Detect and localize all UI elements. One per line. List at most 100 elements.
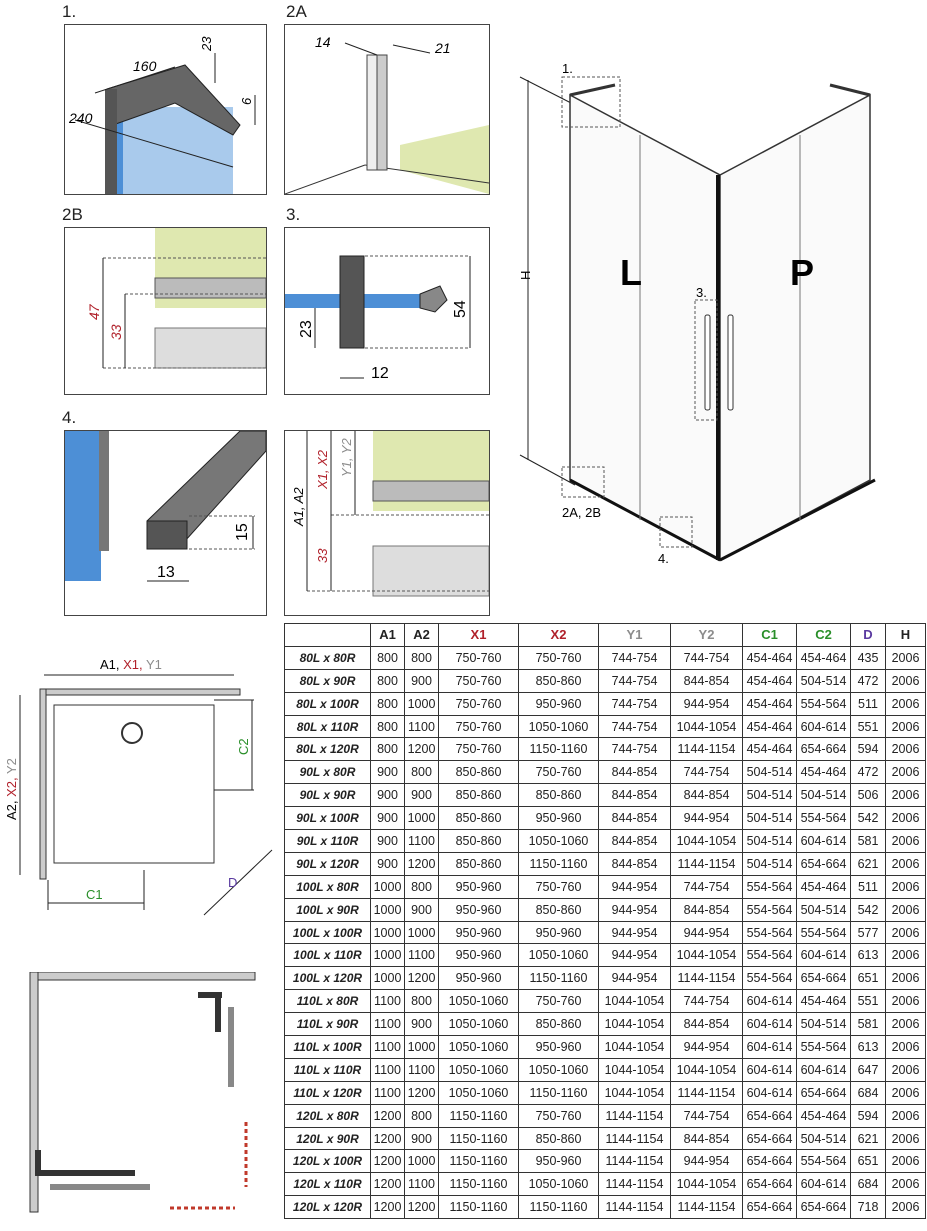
detail-5-panel: A1, A2 X1, X2 Y1, Y2 33: [284, 430, 490, 616]
dim-12: 12: [371, 365, 389, 382]
model-cell: 110L x 100R: [284, 1035, 371, 1059]
table-cell: 2006: [885, 1035, 926, 1059]
table-cell: 1200: [370, 1126, 405, 1151]
dim-a1-a2: A1, A2: [291, 487, 306, 527]
table-cell: 744-754: [670, 989, 743, 1014]
model-cell: 120L x 120R: [284, 1195, 371, 1220]
detail-1-label: 1.: [62, 2, 77, 21]
dim-14: 14: [315, 34, 331, 50]
table-cell: 800: [370, 668, 405, 693]
table-cell: 504-514: [742, 851, 797, 876]
model-cell: 90L x 80R: [284, 760, 371, 785]
detail-4-panel: 15 13: [64, 430, 267, 616]
table-cell: 504-514: [742, 806, 797, 831]
model-cell: 90L x 90R: [284, 783, 371, 808]
table-cell: 850-860: [438, 806, 519, 831]
model-cell: 100L x 90R: [284, 897, 371, 922]
table-cell: 551: [850, 989, 886, 1014]
table-cell: 654-664: [742, 1149, 797, 1174]
detail-2a-label: 2A: [286, 2, 307, 21]
table-cell: 850-860: [518, 1012, 599, 1037]
dim-240: 240: [68, 110, 93, 126]
detail-3-panel: 54 23 12: [284, 227, 490, 395]
table-cell: 950-960: [518, 1035, 599, 1059]
detail-1-panel: 160 23 240 6: [64, 24, 267, 195]
th-y1: Y1: [598, 623, 671, 647]
th-model: [284, 623, 371, 647]
table-cell: 1150-1160: [438, 1172, 519, 1197]
table-cell: 850-860: [518, 897, 599, 922]
table-cell: 1000: [404, 691, 439, 716]
table-cell: 844-854: [670, 668, 743, 693]
table-cell: 1000: [404, 920, 439, 945]
table-cell: 950-960: [518, 806, 599, 831]
left-panel: [569, 93, 721, 562]
height-label: H: [518, 271, 533, 280]
table-cell: 1144-1154: [670, 966, 743, 991]
table-cell: 2006: [885, 943, 926, 968]
detail-4-label: 4.: [62, 408, 77, 427]
table-cell: 1200: [404, 1195, 439, 1220]
table-cell: 950-960: [438, 897, 519, 922]
table-cell: 1050-1060: [518, 1172, 599, 1197]
table-cell: 850-860: [518, 668, 599, 693]
table-cell: 900: [370, 851, 405, 876]
dim-54: 54: [452, 300, 469, 318]
table-cell: 1050-1060: [438, 989, 519, 1014]
model-cell: 110L x 110R: [284, 1057, 371, 1082]
table-cell: 950-960: [518, 691, 599, 716]
table-cell: 800: [370, 714, 405, 739]
table-cell: 654-664: [796, 1195, 851, 1220]
table-cell: 654-664: [742, 1172, 797, 1197]
table-cell: 504-514: [796, 668, 851, 693]
table-cell: 551: [850, 714, 886, 739]
table-cell: 1200: [404, 966, 439, 991]
handle-profile: [339, 255, 365, 349]
plan-c2: C2: [236, 738, 251, 755]
detail-5-drawing: A1, A2 X1, X2 Y1, Y2 33: [291, 431, 489, 597]
table-cell: 900: [404, 897, 439, 922]
table-cell: 577: [850, 920, 886, 945]
table-cell: 800: [370, 645, 405, 670]
table-cell: 554-564: [796, 691, 851, 716]
th-x1: X1: [438, 623, 519, 647]
table-cell: 944-954: [598, 874, 671, 899]
table-cell: 844-854: [598, 760, 671, 785]
table-cell: 1000: [370, 897, 405, 922]
table-cell: 844-854: [598, 829, 671, 853]
table-cell: 1150-1160: [438, 1149, 519, 1174]
table-cell: 472: [850, 668, 886, 693]
table-cell: 1200: [404, 851, 439, 876]
model-cell: 120L x 80R: [284, 1103, 371, 1128]
table-cell: 1000: [404, 1035, 439, 1059]
table-cell: 654-664: [796, 737, 851, 762]
table-cell: 944-954: [670, 1149, 743, 1174]
table-cell: 2006: [885, 966, 926, 991]
table-cell: 454-464: [742, 668, 797, 693]
table-cell: 1100: [404, 714, 439, 739]
table-cell: 1144-1154: [598, 1103, 671, 1128]
table-cell: 844-854: [670, 1126, 743, 1151]
handle-right: [727, 314, 734, 411]
table-cell: 2006: [885, 1195, 926, 1220]
table-cell: 454-464: [796, 1103, 851, 1128]
table-cell: 800: [404, 760, 439, 785]
th-y2: Y2: [670, 623, 743, 647]
table-cell: 1050-1060: [518, 829, 599, 853]
table-cell: 654-664: [796, 1080, 851, 1105]
table-cell: 2006: [885, 829, 926, 853]
table-cell: 1000: [370, 966, 405, 991]
table-cell: 1050-1060: [518, 1057, 599, 1082]
table-cell: 2006: [885, 668, 926, 693]
table-cell: 1150-1160: [518, 1195, 599, 1220]
callout-box-1: [561, 76, 621, 128]
table-cell: 684: [850, 1172, 886, 1197]
table-cell: 654-664: [742, 1195, 797, 1220]
